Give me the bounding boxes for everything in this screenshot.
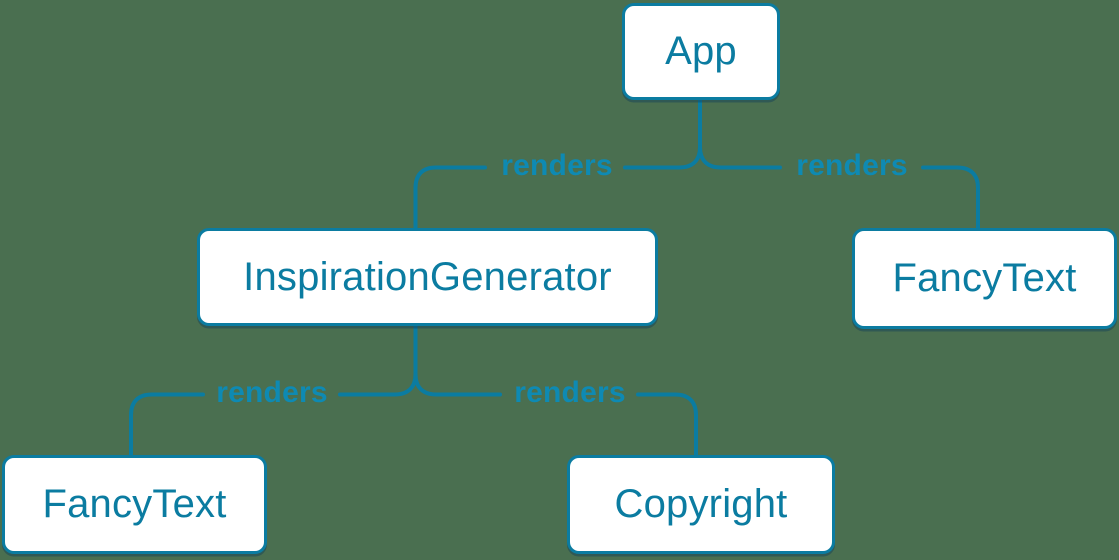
connector-app-fancytext-outer [921, 165, 980, 231]
connector-app-inspiration-outer [413, 165, 487, 231]
node-app-label: App [665, 29, 737, 73]
edge-label-renders-inspiration-fancytext: renders [216, 376, 328, 409]
edge-label-renders-inspiration-copyright: renders [514, 376, 626, 409]
node-fancytext-left-label: FancyText [42, 482, 227, 526]
node-copyright: Copyright [567, 455, 835, 554]
connector-inspiration-copyright-outer [636, 392, 698, 458]
connector-app-fancytext-inner [698, 145, 782, 170]
node-inspiration-generator: InspirationGenerator [197, 228, 658, 326]
node-app: App [622, 3, 780, 100]
node-copyright-label: Copyright [614, 482, 788, 526]
edge-label-renders-app-fancytext: renders [796, 149, 908, 182]
edge-label-renders-app-inspiration: renders [501, 149, 613, 182]
node-fancytext-right-label: FancyText [892, 256, 1077, 300]
connector-app-inspiration-inner [623, 145, 702, 170]
node-inspiration-generator-label: InspirationGenerator [243, 254, 612, 299]
connector-inspiration-fancytext-outer [129, 392, 205, 458]
connector-inspiration-copyright-inner [413, 372, 502, 397]
node-fancytext-left: FancyText [2, 455, 267, 554]
node-fancytext-right: FancyText [852, 228, 1117, 329]
connector-inspiration-fancytext-inner [338, 372, 418, 397]
